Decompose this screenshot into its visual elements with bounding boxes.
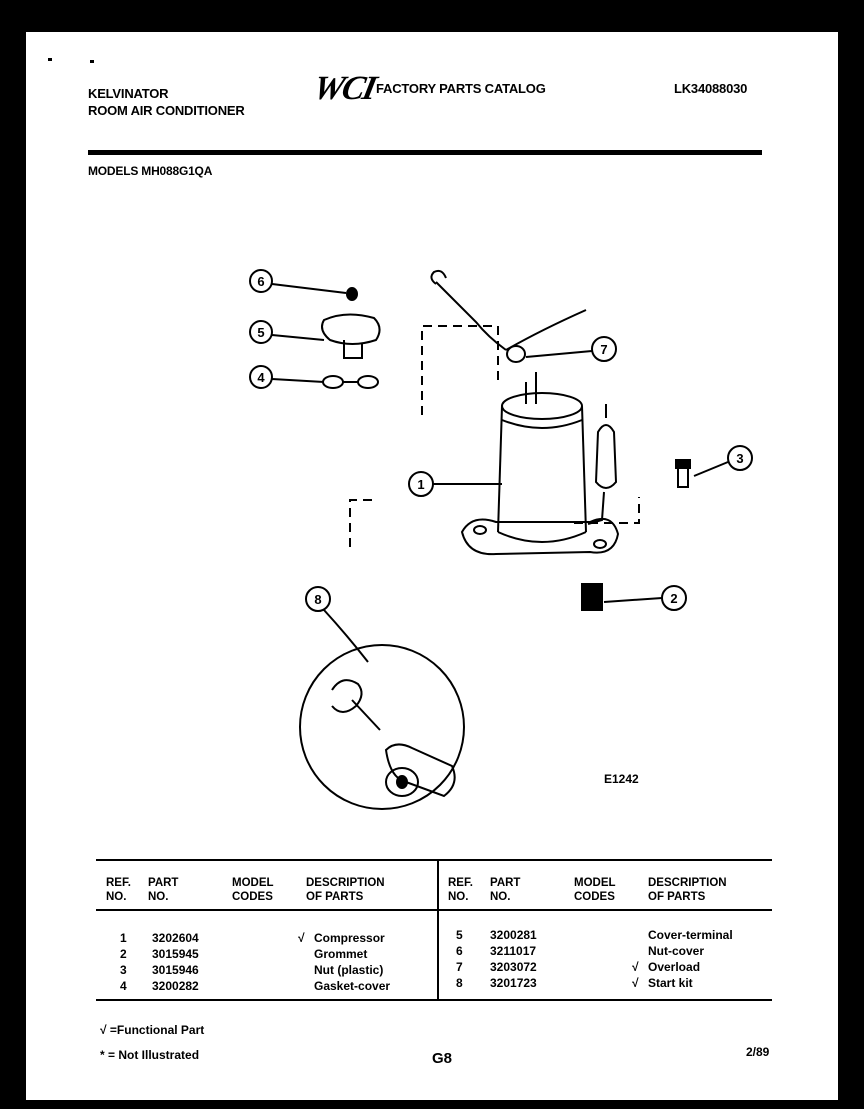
right-desc-column: Cover-terminal Nut-cover Overload Start … (648, 927, 733, 991)
left-desc-column: Compressor Grommet Nut (plastic) Gasket-… (314, 930, 390, 994)
table-cell: 3015945 (152, 947, 199, 961)
left-part-column: 3202604 3015945 3015946 3200282 (152, 930, 199, 994)
table-cell: 3015946 (152, 963, 199, 977)
callout-label-1: 1 (417, 477, 424, 492)
table-cell: 3200282 (152, 979, 199, 993)
table-cell: 3203072 (490, 960, 537, 974)
table-cell: Cover-terminal (648, 928, 733, 942)
callout-label-8: 8 (314, 592, 321, 607)
header-ref-no: REF.NO. (448, 877, 473, 903)
table-top-rule (96, 859, 772, 861)
table-cell: 3202604 (152, 931, 199, 945)
left-ref-column: 1 2 3 4 (120, 930, 127, 994)
table-cell: Start kit (648, 976, 693, 990)
table-cell: 3 (120, 963, 127, 977)
callout-label-4: 4 (257, 370, 265, 385)
table-cell: Nut (plastic) (314, 963, 384, 977)
callout-4 (249, 365, 273, 389)
table-divider (437, 861, 439, 999)
header-rule (88, 150, 762, 155)
callout-7 (591, 336, 617, 362)
compressor-exploded-diagram: 6 5 4 7 1 3 2 8 (249, 269, 753, 810)
callout-5 (249, 320, 273, 344)
table-cell: 4 (120, 979, 127, 993)
callout-8 (305, 586, 331, 612)
table-cell: Overload (648, 960, 701, 974)
figure-id: E1242 (604, 772, 639, 786)
table-header-rule (96, 909, 772, 911)
brand-name: KELVINATOR (88, 86, 169, 101)
table-cell: 3200281 (490, 928, 537, 942)
callout-label-6: 6 (257, 274, 264, 289)
table-cell: 6 (456, 944, 463, 958)
table-cell: Gasket-cover (314, 979, 391, 993)
table-bottom-rule (96, 999, 772, 1001)
catalog-number: LK34088030 (674, 81, 748, 96)
page-code: G8 (432, 1050, 453, 1067)
revision-date: 2/89 (746, 1045, 770, 1059)
scan-speck (48, 58, 52, 61)
right-ref-column: 5 6 7 8 (456, 927, 463, 991)
table-cell: 8 (456, 976, 463, 990)
table-cell: 2 (120, 947, 127, 961)
scan-speck (90, 60, 94, 63)
table-cell: Compressor (314, 931, 385, 945)
functional-mark: √ (632, 976, 639, 990)
functional-mark: √ (632, 960, 639, 974)
callout-label-2: 2 (670, 591, 677, 606)
callout-label-3: 3 (736, 451, 743, 466)
table-cell: 3211017 (490, 944, 537, 958)
callout-3 (727, 445, 753, 471)
models-line: MODELS MH088G1QA (88, 164, 213, 178)
wci-logo: WCI (310, 70, 379, 107)
product-name: ROOM AIR CONDITIONER (88, 103, 245, 118)
parts-catalog-page: KELVINATOR ROOM AIR CONDITIONER WCI FACT… (26, 32, 838, 1100)
scan-edge-mark (0, 711, 10, 713)
table-cell: 5 (456, 928, 463, 942)
callout-6 (249, 269, 273, 293)
table-cell: 1 (120, 931, 127, 945)
table-cell: 3201723 (490, 976, 537, 990)
callout-label-5: 5 (257, 325, 264, 340)
right-mark-column: √ √ (632, 959, 646, 991)
functional-mark: √ (298, 931, 305, 945)
table-cell: Nut-cover (648, 944, 705, 958)
table-cell: 7 (456, 960, 463, 974)
legend-not-illustrated: * = Not Illustrated (100, 1048, 200, 1062)
left-mark-column: √ (298, 930, 312, 946)
table-cell: Grommet (314, 947, 368, 961)
legend-functional-part: √ =Functional Part (100, 1023, 205, 1037)
right-part-column: 3200281 3211017 3203072 3201723 (490, 927, 537, 991)
header-ref-no: REF.NO. (106, 877, 131, 903)
callout-label-7: 7 (600, 342, 607, 357)
catalog-title: FACTORY PARTS CATALOG (376, 81, 546, 96)
